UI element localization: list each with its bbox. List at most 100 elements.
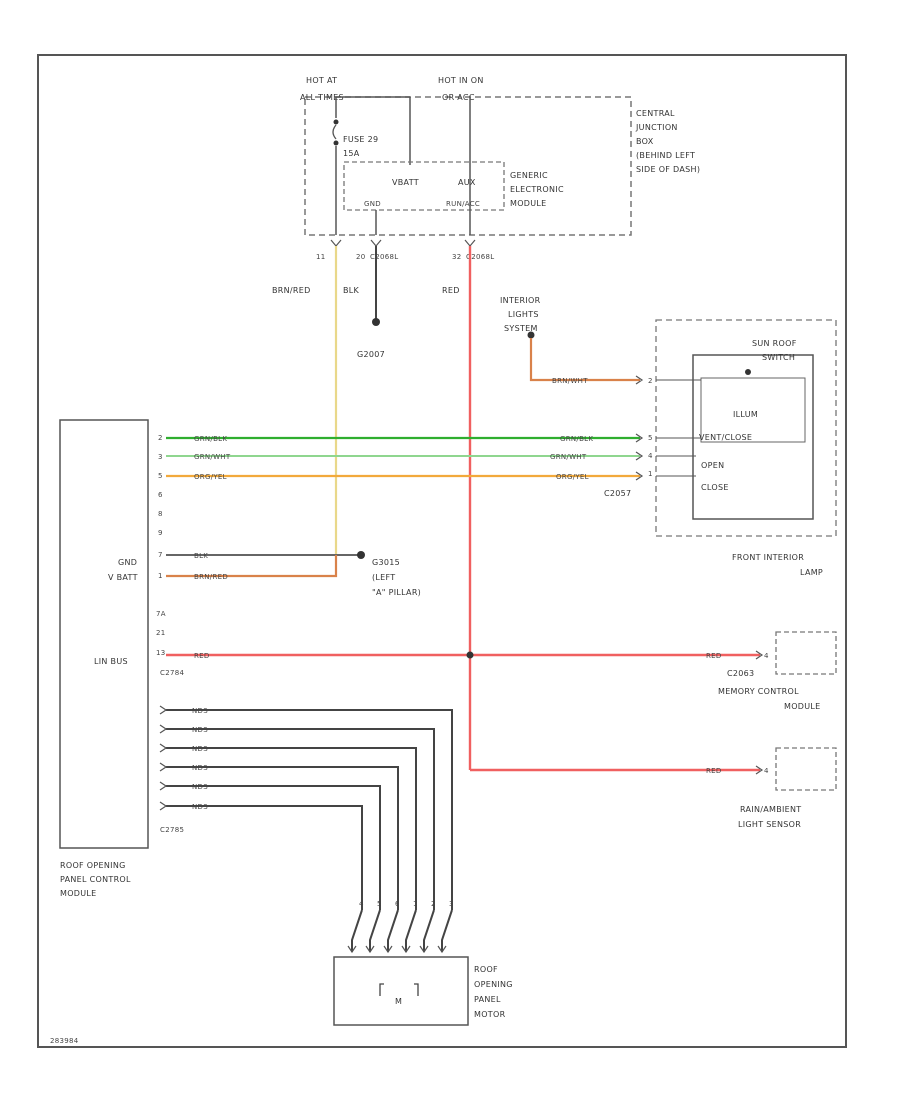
sunroof-switch-title-line2: SWITCH: [762, 353, 795, 362]
memory-pin: 4: [764, 652, 769, 660]
gem-title-line2: ELECTRONIC: [510, 185, 564, 194]
motor-wire-drop: [387, 909, 399, 952]
gem-run-acc: RUN/ACC: [446, 200, 480, 208]
sunroof-connector-arrows: [635, 375, 644, 481]
memory-title-line1: MEMORY CONTROL: [718, 687, 799, 696]
wire-grn-blk-label-left: GRN/BLK: [194, 435, 227, 443]
sunroof-pin-1: 1: [648, 470, 653, 478]
module-connector-arrow: [159, 743, 168, 753]
module-pin: 1: [158, 572, 163, 580]
motor-connector-arrow: [419, 945, 429, 954]
module-pin: 8: [158, 510, 163, 518]
module-connector-arrow: [159, 705, 168, 715]
interior-lights-line3: SYSTEM: [504, 324, 538, 333]
module-connector-arrow: [159, 781, 168, 791]
rain-connector-arrow: [755, 765, 764, 775]
module-pin: 3: [158, 453, 163, 461]
fuse-terminal-bottom: [333, 140, 339, 146]
memory-connector: C2063: [727, 669, 754, 678]
wire-brn-wht: [529, 338, 640, 382]
hot-in-on-line2: OR ACC: [442, 93, 475, 102]
motor-drop-pin: 3: [449, 900, 454, 908]
fuse-label-line1: FUSE 29: [343, 135, 378, 144]
front-interior-lamp-box: [655, 319, 837, 537]
gem-title-line3: MODULE: [510, 199, 547, 208]
sunroof-pin-2: 2: [648, 377, 653, 385]
motor-wire-label: NDS: [192, 726, 208, 734]
rain-title-line2: LIGHT SENSOR: [738, 820, 801, 829]
diagram-frame: [37, 54, 847, 1048]
memory-connector-arrow: [755, 650, 764, 660]
motor-wire-drop: [369, 909, 381, 952]
sunroof-pin-5: 5: [648, 434, 653, 442]
module-connector-arrow: [159, 801, 168, 811]
gem-title-line1: GENERIC: [510, 171, 548, 180]
motor-wire-label: NDS: [192, 783, 208, 791]
generic-electronic-module: [343, 161, 505, 211]
module-pin: 21: [156, 629, 166, 637]
central-junction-box: [304, 96, 632, 236]
motor-connector-arrow: [437, 945, 447, 954]
motor-connector-arrow: [365, 945, 375, 954]
motor-wire-drop: [405, 909, 417, 952]
motor-drop-pin: 4: [359, 900, 364, 908]
module-pin: 13: [156, 649, 166, 657]
wire-brn-wht-label: BRN/WHT: [552, 377, 588, 385]
motor-title-line4: MOTOR: [474, 1010, 506, 1019]
motor-drop-pin: 5: [377, 900, 382, 908]
sunroof-pin-4: 4: [648, 452, 653, 460]
gem-gnd: GND: [364, 200, 381, 208]
module-connector-1: C2784: [160, 669, 184, 677]
illum-terminal: [745, 369, 751, 375]
sunroof-switch-title-line1: SUN ROOF: [752, 339, 797, 348]
illum-label: ILLUM: [733, 410, 758, 419]
cjb-title-line3: BOX: [636, 137, 654, 146]
motor-wire-label: NDS: [192, 764, 208, 772]
motor-wire: [166, 785, 381, 910]
module-linbus-label: LIN BUS: [94, 657, 128, 666]
module-title-line2: PANEL CONTROL: [60, 875, 131, 884]
pin-20: 20: [356, 253, 366, 261]
interior-lights-terminal: [527, 331, 535, 339]
motor-connector-arrow: [401, 945, 411, 954]
ground-g3015-line1: G3015: [372, 558, 400, 567]
roof-motor-box: [333, 956, 469, 1026]
motor-wire-label: NDS: [192, 745, 208, 753]
memory-control-module-box: [775, 631, 837, 675]
motor-wire: [166, 728, 435, 910]
front-lamp-title-line1: FRONT INTERIOR: [732, 553, 804, 562]
module-pin: 9: [158, 529, 163, 537]
pin-32-connector: C2068L: [466, 253, 494, 261]
pin-32: 32: [452, 253, 462, 261]
motor-symbol: M: [395, 997, 402, 1006]
cjb-title-line5: SIDE OF DASH): [636, 165, 700, 174]
motor-wire: [166, 747, 417, 910]
motor-wire: [166, 805, 363, 910]
wire-grn-blk-label-right: GRN/BLK: [560, 435, 593, 443]
rain-pin: 4: [764, 767, 769, 775]
ground-g3015-icon: [357, 551, 365, 559]
connector-arrow-11: [330, 239, 342, 247]
module-connector-arrow: [159, 724, 168, 734]
module-title-line3: MODULE: [60, 889, 97, 898]
open-label: OPEN: [701, 461, 724, 470]
motor-connector-arrow: [347, 945, 357, 954]
memory-title-line2: MODULE: [784, 702, 821, 711]
wire-brn-red-label: BRN/RED: [272, 286, 311, 295]
linbus-splice: [466, 651, 474, 659]
motor-drop-pin: 1: [413, 900, 418, 908]
connector-arrow-32: [464, 239, 476, 247]
motor-icon: [379, 983, 419, 996]
fuse-label-line2: 15A: [343, 149, 360, 158]
motor-title-line2: OPENING: [474, 980, 513, 989]
hot-at-all-times-line1: HOT AT: [306, 76, 337, 85]
motor-wire-label: NDS: [192, 803, 208, 811]
illum-block: [700, 377, 806, 443]
motor-wire: [166, 766, 399, 910]
wire-brn-red-module-label: BRN/RED: [194, 573, 228, 581]
wire-brn-red-module: [166, 555, 338, 578]
wire-grn-wht-label-right: GRN/WHT: [550, 453, 587, 461]
